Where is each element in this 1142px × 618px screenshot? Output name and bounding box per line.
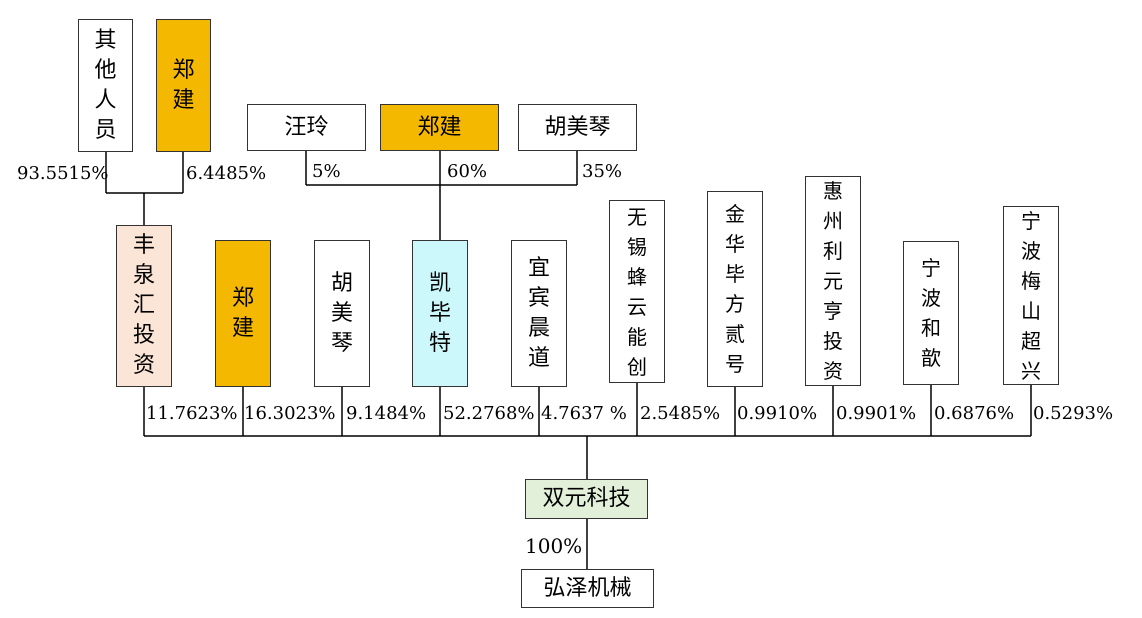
holder-name: 汪玲 <box>284 114 329 140</box>
shareholder-box: 胡美琴 <box>314 240 370 387</box>
shareholder-name: 宁波梅山超兴 <box>1021 208 1041 383</box>
pct-label: 60% <box>447 161 488 182</box>
holder-box-wang-ling: 汪玲 <box>247 104 366 151</box>
shareholder-box: 金华毕方贰号 <box>707 191 763 387</box>
shareholder-box: 宁波梅山超兴 <box>1003 206 1059 385</box>
subsidiary-box: 弘泽机械 <box>521 569 654 608</box>
shareholder-box: 丰泉汇投资 <box>116 225 172 387</box>
shareholder-box: 宜宾晨道 <box>511 240 567 387</box>
shareholder-name: 郑建 <box>232 285 255 341</box>
subsidiary-name: 弘泽机械 <box>543 575 632 601</box>
shareholder-box: 凯毕特 <box>412 240 468 387</box>
shareholder-name: 胡美琴 <box>331 270 354 356</box>
pct-label: 4.7637 % <box>541 403 627 424</box>
shareholder-name: 宁波和歆 <box>921 256 941 370</box>
company-box: 双元科技 <box>525 479 648 519</box>
pct-label: 0.9910% <box>737 403 818 424</box>
holder-box-zheng-jian: 郑建 <box>156 19 211 152</box>
pct-label: 6.4485% <box>186 163 267 184</box>
shareholder-box: 惠州利元亨投资 <box>805 176 861 386</box>
shareholder-name: 宜宾晨道 <box>528 255 551 371</box>
shareholder-name: 凯毕特 <box>429 270 452 356</box>
shareholder-box: 无锡蜂云能创 <box>609 200 665 383</box>
shareholder-name: 丰泉汇投资 <box>133 233 156 378</box>
holder-name: 郑建 <box>417 114 462 140</box>
pct-label: 9.1484% <box>346 403 427 424</box>
pct-label: 0.9901% <box>836 403 917 424</box>
shareholder-name: 惠州利元亨投资 <box>823 179 843 383</box>
shareholder-name: 金华毕方贰号 <box>725 202 745 376</box>
pct-label: 93.5515% <box>17 163 109 184</box>
pct-label: 100% <box>525 534 583 558</box>
holder-name: 胡美琴 <box>544 114 611 140</box>
shareholder-name: 无锡蜂云能创 <box>627 204 647 379</box>
pct-label: 0.5293% <box>1033 403 1114 424</box>
pct-label: 0.6876% <box>934 403 1015 424</box>
holder-name: 其他人员 <box>94 27 117 143</box>
pct-label: 35% <box>582 161 623 182</box>
pct-label: 5% <box>312 161 341 182</box>
shareholder-box: 郑建 <box>215 240 271 387</box>
pct-label: 52.2768% <box>443 403 535 424</box>
holder-name: 郑建 <box>172 57 195 113</box>
pct-label: 11.7623% <box>146 403 238 424</box>
holder-box-zheng-jian-2: 郑建 <box>380 104 499 151</box>
company-name: 双元科技 <box>542 486 631 511</box>
holder-box-others: 其他人员 <box>78 19 133 152</box>
holder-box-hu-meiqin: 胡美琴 <box>518 104 637 151</box>
pct-label: 2.5485% <box>640 403 721 424</box>
shareholder-box: 宁波和歆 <box>903 241 959 385</box>
pct-label: 16.3023% <box>244 403 336 424</box>
